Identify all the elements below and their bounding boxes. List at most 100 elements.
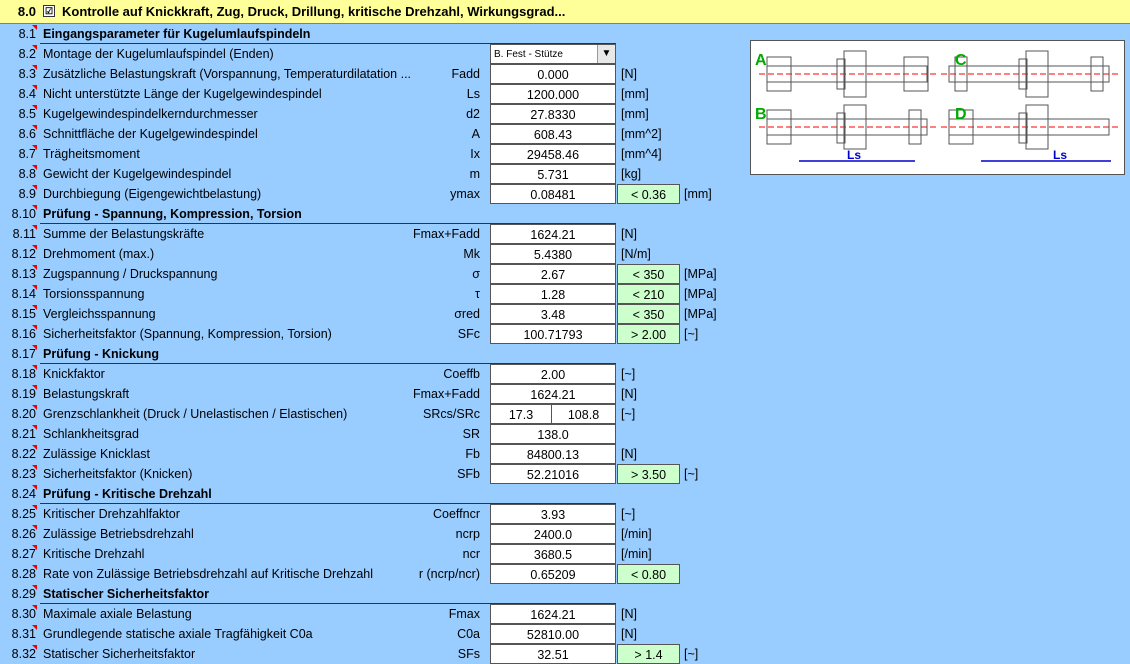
row-label: Statischer Sicherheitsfaktor [43, 647, 196, 661]
row-number: 8.7 [18, 147, 36, 161]
row-value[interactable]: 2400.0 [490, 524, 616, 544]
row-number: 8.16 [11, 327, 36, 341]
row-label: Grenzschlankheit (Druck / Unelastischen … [43, 407, 348, 421]
row-number: 8.21 [11, 427, 36, 441]
comment-marker-icon [32, 505, 37, 510]
row-value[interactable]: 32.51 [490, 644, 616, 664]
row-symbol: σred [454, 307, 480, 321]
row-value[interactable]: 5.731 [490, 164, 616, 184]
parameter-row: 8.31 Grundlegende statische axiale Tragfä… [0, 624, 1130, 644]
row-unit: [N] [621, 67, 637, 81]
comment-marker-icon [32, 105, 37, 110]
row-label: Schnittfläche der Kugelgewindespindel [43, 127, 258, 141]
row-unit: [MPa] [684, 267, 717, 281]
diagram-c [941, 50, 1119, 98]
comment-marker-icon [32, 265, 37, 270]
row-symbol: Fb [465, 447, 480, 461]
diagram-dimension-b: Ls [847, 148, 861, 162]
row-value[interactable]: 1624.21 [490, 384, 616, 404]
row-limit: < 350 [617, 304, 680, 324]
row-number: 8.23 [11, 467, 36, 481]
diagram-dimension-d: Ls [1053, 148, 1067, 162]
row-value[interactable]: 0.65209 [490, 564, 616, 584]
row-value[interactable]: 1.28 [490, 284, 616, 304]
row-number: 8.3 [18, 67, 36, 81]
comment-marker-icon [32, 65, 37, 70]
comment-marker-icon [32, 225, 37, 230]
row-number: 8.28 [11, 567, 36, 581]
comment-marker-icon [32, 85, 37, 90]
row-number: 8.9 [18, 187, 36, 201]
row-number: 8.25 [11, 507, 36, 521]
row-label: Rate von Zulässige Betriebsdrehzahl auf … [43, 567, 374, 581]
row-number: 8.11 [12, 227, 36, 241]
row-number: 8.31 [11, 627, 36, 641]
section-divider [40, 503, 616, 504]
row-value[interactable]: 52810.00 [490, 624, 616, 644]
row-value[interactable]: 138.0 [490, 424, 616, 444]
row-unit: [/min] [621, 547, 652, 561]
comment-marker-icon [32, 545, 37, 550]
row-label: Torsionsspannung [43, 287, 145, 301]
diagram-label-d: D [955, 106, 967, 123]
row-number: 8.32 [11, 647, 36, 661]
row-value[interactable]: 2.00 [490, 364, 616, 384]
row-number: 8.18 [11, 367, 36, 381]
comment-marker-icon [32, 345, 37, 350]
chevron-down-icon[interactable]: ▼ [597, 45, 615, 63]
comment-marker-icon [32, 425, 37, 430]
row-symbol: A [471, 127, 480, 141]
row-value[interactable]: 100.71793 [490, 324, 616, 344]
diagram-label-b: B [755, 106, 767, 123]
mounting-select[interactable]: B. Fest - Stütze▼ [490, 44, 616, 64]
section-header: 8.0 ☑ Kontrolle auf Knickkraft, Zug, Dru… [0, 0, 1130, 24]
row-value[interactable]: 3680.5 [490, 544, 616, 564]
row-value-b[interactable]: 108.8 [551, 404, 616, 424]
row-value[interactable]: 0.000 [490, 64, 616, 84]
row-symbol: SRcs/SRc [423, 407, 480, 421]
row-value[interactable]: 1624.21 [490, 224, 616, 244]
diagram-label-a: A [755, 52, 767, 69]
row-value[interactable]: 1200.000 [490, 84, 616, 104]
section-checkbox[interactable]: ☑ [43, 5, 55, 17]
row-value[interactable]: 0.08481 [490, 184, 616, 204]
row-value[interactable]: 27.8330 [490, 104, 616, 124]
row-value[interactable]: 5.4380 [490, 244, 616, 264]
row-symbol: Ls [466, 87, 480, 101]
row-symbol: ymax [450, 187, 480, 201]
row-label: Maximale axiale Belastung [43, 607, 192, 621]
row-label: Grundlegende statische axiale Tragfähigk… [43, 627, 313, 641]
row-value[interactable]: 2.67 [490, 264, 616, 284]
comment-marker-icon [32, 585, 37, 590]
diagram-a [759, 50, 937, 98]
row-value[interactable]: 29458.46 [490, 144, 616, 164]
row-value[interactable]: 52.21016 [490, 464, 616, 484]
row-value[interactable]: 3.93 [490, 504, 616, 524]
row-value[interactable]: 3.48 [490, 304, 616, 324]
comment-marker-icon [32, 645, 37, 650]
row-label: Summe der Belastungskräfte [43, 227, 205, 241]
row-value[interactable]: 1624.21 [490, 604, 616, 624]
comment-marker-icon [32, 405, 37, 410]
row-unit: [~] [621, 407, 636, 421]
row-value[interactable]: 84800.13 [490, 444, 616, 464]
row-number: 8.20 [11, 407, 36, 421]
row-unit: [~] [621, 507, 636, 521]
comment-marker-icon [32, 605, 37, 610]
row-value-a[interactable]: 17.3 [490, 404, 552, 424]
row-number: 8.13 [11, 267, 36, 281]
row-value[interactable]: 608.43 [490, 124, 616, 144]
comment-marker-icon [32, 485, 37, 490]
